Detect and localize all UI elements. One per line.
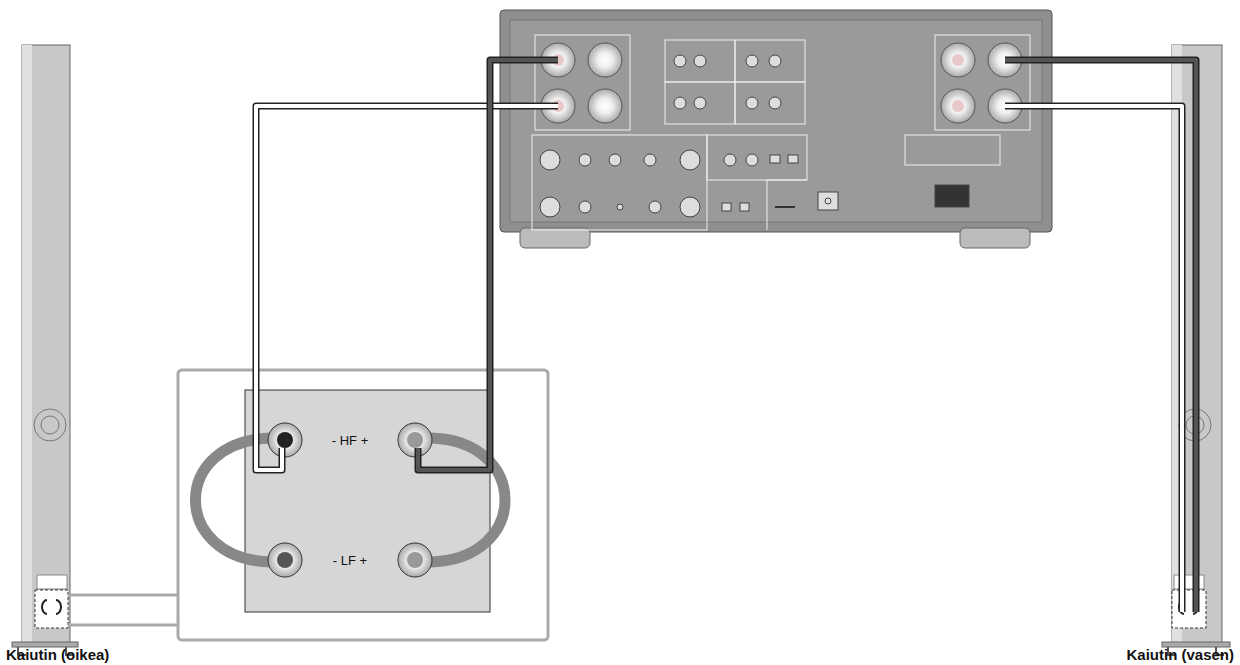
terminal-label: - LF + (333, 553, 367, 568)
terminal-label: - HF + (332, 433, 368, 448)
terminal-inset (68, 370, 548, 640)
amplifier-rear (500, 10, 1052, 248)
speaker-cables (256, 60, 1196, 612)
speaker-label: Kaiutin (vasen) (1126, 646, 1234, 663)
speaker-right (12, 45, 78, 655)
speaker-label: Kaiutin (oikea) (6, 646, 109, 663)
